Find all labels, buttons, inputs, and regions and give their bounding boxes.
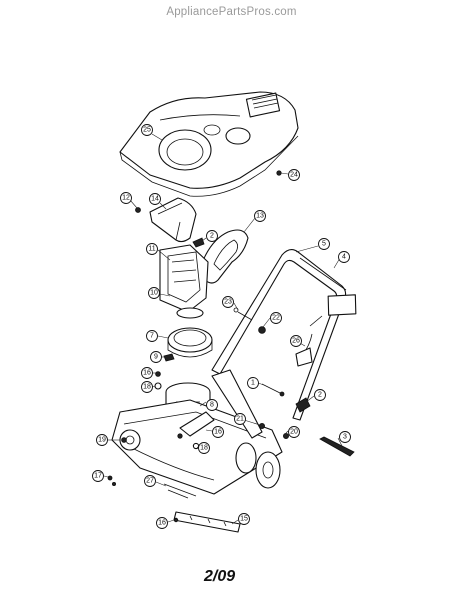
callout-27: 27	[144, 475, 156, 487]
bolt-16-part	[173, 517, 179, 523]
callout-16-mid: 16	[212, 426, 224, 438]
nut-21-part	[258, 422, 265, 429]
callout-18-number: 18	[143, 384, 151, 391]
chute-ring-part	[167, 327, 213, 358]
screw-24-part	[276, 170, 282, 176]
callout-19: 19	[96, 434, 108, 446]
callout-7: 7	[146, 330, 158, 342]
callout-18-lower-number: 18	[200, 445, 208, 452]
upper-handle-part	[211, 249, 347, 421]
bolts-17-part	[107, 475, 117, 486]
callout-11-number: 11	[148, 246, 155, 253]
callout-22: 22	[270, 312, 282, 324]
callout-16-bottom: 16	[156, 517, 168, 529]
callout-16: 16	[141, 367, 153, 379]
nut-12-part	[135, 207, 141, 213]
callout-25: 25	[141, 124, 153, 136]
clip-2-part	[192, 237, 205, 248]
bolt-1-part	[261, 383, 285, 397]
discharge-chute-part	[159, 244, 209, 319]
callout-23-number: 23	[224, 299, 232, 306]
callout-3-number: 3	[343, 434, 347, 441]
wheel-part	[235, 442, 281, 489]
washer-nut-upper-part	[154, 371, 162, 390]
callout-23: 23	[222, 296, 234, 308]
callout-2-right-number: 2	[318, 392, 322, 399]
callout-14: 14	[149, 193, 161, 205]
callout-13-number: 13	[256, 213, 264, 220]
knob-22-part	[258, 326, 266, 334]
callout-18: 18	[141, 381, 153, 393]
callout-4-number: 4	[342, 254, 346, 261]
callout-15-number: 15	[240, 516, 248, 523]
callout-19-number: 19	[98, 437, 106, 444]
callout-1-number: 1	[251, 380, 255, 387]
callout-22-number: 22	[272, 315, 280, 322]
callout-10-number: 10	[150, 290, 158, 297]
callout-17-number: 17	[94, 473, 102, 480]
callout-24-number: 24	[290, 172, 298, 179]
leader-lines	[103, 133, 343, 525]
callout-17: 17	[92, 470, 104, 482]
callout-11: 11	[146, 243, 158, 255]
callout-4: 4	[338, 251, 350, 263]
upper-handle-rail-part	[299, 257, 357, 316]
mount-27-part	[163, 483, 197, 499]
callout-16-mid-number: 16	[214, 429, 222, 436]
callout-8: 8	[206, 399, 218, 411]
callout-7-number: 7	[150, 333, 154, 340]
callout-21-number: 21	[236, 416, 244, 423]
callout-9-number: 9	[154, 354, 158, 361]
nut-20-part	[282, 432, 289, 439]
page-label: 2/09	[204, 568, 236, 585]
site-watermark: AppliancePartsPros.com	[166, 6, 297, 18]
clip-9-part	[163, 353, 175, 362]
callout-8-number: 8	[210, 402, 214, 409]
callout-3: 3	[339, 431, 351, 443]
callout-13: 13	[254, 210, 266, 222]
callout-25-number: 25	[143, 127, 151, 134]
callout-2-number: 2	[210, 233, 214, 240]
callout-26-number: 26	[292, 338, 300, 345]
callout-9: 9	[150, 351, 162, 363]
callout-26: 26	[290, 335, 302, 347]
scraper-blade-part	[173, 511, 241, 533]
housing-shroud-part	[119, 91, 299, 197]
callout-2-right: 2	[314, 389, 326, 401]
callout-15: 15	[238, 513, 250, 525]
bail-cable-part	[295, 315, 323, 367]
callout-18-lower: 18	[198, 442, 210, 454]
chute-deflector-part	[149, 197, 197, 243]
callout-12-number: 12	[122, 195, 130, 202]
callout-1: 1	[247, 377, 259, 389]
callout-20-number: 20	[290, 429, 298, 436]
callout-27-number: 27	[146, 478, 154, 485]
callout-16-number: 16	[143, 370, 151, 377]
callout-16-bottom-number: 16	[158, 520, 166, 527]
hub-19-part	[121, 437, 127, 443]
axle-part	[319, 436, 355, 457]
callout-21: 21	[234, 413, 246, 425]
callout-10: 10	[148, 287, 160, 299]
callout-24: 24	[288, 169, 300, 181]
chute-handle-part	[199, 229, 249, 284]
callout-20: 20	[288, 426, 300, 438]
callout-14-number: 14	[151, 196, 159, 203]
callout-12: 12	[120, 192, 132, 204]
callout-2: 2	[206, 230, 218, 242]
callout-5-number: 5	[322, 241, 326, 248]
callout-5: 5	[318, 238, 330, 250]
